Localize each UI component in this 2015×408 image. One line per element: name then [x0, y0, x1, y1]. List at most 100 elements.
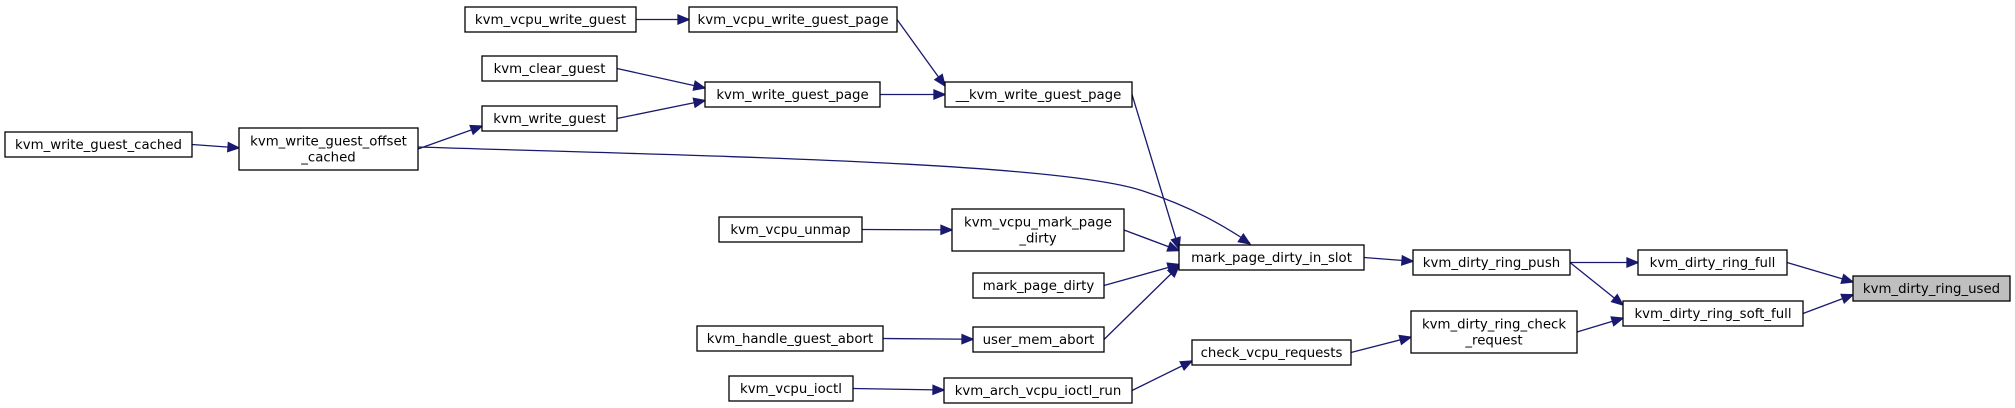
arrowhead-icon — [1398, 334, 1413, 346]
node-label: kvm_clear_guest — [494, 62, 606, 77]
edge-mpdis-to-push — [1363, 254, 1415, 266]
edge-line — [417, 146, 1251, 244]
arrowhead-icon — [1179, 360, 1194, 372]
node-label: kvm_dirty_ring_push — [1423, 256, 1560, 271]
node-box — [943, 377, 1133, 404]
node-kwgp[interactable]: kvm_write_guest_page — [704, 81, 881, 108]
node-box — [1410, 310, 1578, 354]
node-box — [718, 216, 863, 243]
node-box — [688, 6, 898, 33]
arrowhead-icon — [692, 80, 707, 91]
edge-kvmpd-to-mpdis — [1123, 229, 1181, 252]
arrowhead-icon — [1237, 232, 1252, 245]
node-soft-full[interactable]: kvm_dirty_ring_soft_full — [1622, 300, 1804, 327]
node-label: kvm_dirty_ring_check — [1422, 318, 1566, 333]
edge-khga-to-uma — [882, 333, 975, 345]
arrowhead-icon — [226, 141, 241, 153]
edge-line — [1103, 265, 1180, 340]
nodes-layer: kvm_dirty_ring_usedkvm_dirty_ring_fullkv… — [4, 6, 2011, 404]
edge-kavir-to-cvr — [1131, 360, 1194, 392]
edge-kcg-to-kwgp — [616, 67, 707, 91]
node-box — [696, 325, 884, 352]
node-box — [238, 127, 419, 171]
node-label: kvm_arch_vcpu_ioctl_run — [955, 384, 1122, 399]
node-label: __kvm_write_guest_page — [955, 88, 1122, 103]
edge-kwgc-to-kwgoc — [191, 141, 241, 153]
node-full[interactable]: kvm_dirty_ring_full — [1637, 249, 1788, 276]
edge-__kwgp-to-mpdis — [1131, 94, 1181, 251]
arrowhead-icon — [469, 124, 484, 136]
node-box — [464, 6, 637, 33]
node-box — [704, 81, 881, 108]
arrowhead-icon — [1626, 257, 1640, 268]
edge-kwgp-to-__kwgp — [880, 89, 947, 100]
node-kvwg[interactable]: kvm_vcpu_write_guest — [464, 6, 637, 33]
node-label: kvm_write_guest_cached — [15, 138, 182, 153]
node-kvwgp[interactable]: kvm_vcpu_write_guest_page — [688, 6, 898, 33]
node---kwgp[interactable]: __kvm_write_guest_page — [944, 81, 1133, 108]
node-kvi[interactable]: kvm_vcpu_ioctl — [728, 375, 854, 402]
node-box — [951, 208, 1125, 252]
edge-kvwgp-to-__kwgp — [896, 19, 947, 88]
edge-check_req-to-soft_full — [1576, 316, 1625, 333]
edge-line — [1131, 94, 1180, 250]
node-label: kvm_vcpu_write_guest_page — [698, 13, 889, 28]
node-box — [1178, 244, 1365, 271]
edge-line — [852, 387, 945, 391]
node-label: user_mem_abort — [983, 333, 1095, 348]
edge-kvi-to-kavir — [852, 384, 946, 396]
node-label: kvm_handle_guest_abort — [707, 332, 873, 347]
node-used: kvm_dirty_ring_used — [1852, 275, 2011, 302]
node-kwgc[interactable]: kvm_write_guest_cached — [4, 131, 193, 158]
edge-line — [896, 19, 946, 87]
node-box — [4, 131, 193, 158]
node-check-req[interactable]: kvm_dirty_ring_check_request — [1410, 310, 1578, 354]
node-mpdis[interactable]: mark_page_dirty_in_slot — [1178, 244, 1365, 271]
node-label: kvm_write_guest_page — [716, 88, 868, 103]
arrowhead-icon — [692, 97, 707, 109]
node-uma[interactable]: user_mem_abort — [972, 326, 1105, 353]
node-kvmpd[interactable]: kvm_vcpu_mark_page_dirty — [951, 208, 1125, 252]
node-kcg[interactable]: kvm_clear_guest — [481, 55, 618, 82]
node-kavir[interactable]: kvm_arch_vcpu_ioctl_run — [943, 377, 1133, 404]
node-kwgoc[interactable]: kvm_write_guest_offset_cached — [238, 127, 419, 171]
node-label: kvm_write_guest_offset — [250, 135, 407, 150]
edge-kwgoc-to-kwg — [417, 124, 484, 150]
node-label: _dirty — [1018, 232, 1056, 247]
arrowhead-icon — [677, 14, 691, 25]
node-box — [972, 272, 1105, 299]
node-label: kvm_vcpu_ioctl — [740, 382, 842, 397]
arrowhead-icon — [940, 224, 954, 236]
edge-kvwg-to-kvwgp — [636, 14, 691, 25]
arrowhead-icon — [1400, 254, 1415, 266]
arrowhead-icon — [932, 384, 946, 396]
node-box — [944, 81, 1133, 108]
arrowhead-icon — [1170, 236, 1181, 251]
edge-soft_full-to-used — [1802, 293, 1855, 315]
edges-layer — [191, 14, 1855, 396]
node-kvu[interactable]: kvm_vcpu_unmap — [718, 216, 863, 243]
node-label: _request — [1464, 334, 1522, 349]
node-box — [1412, 249, 1571, 276]
node-label: kvm_dirty_ring_used — [1863, 282, 2000, 297]
node-box — [481, 55, 618, 82]
edge-line — [616, 99, 706, 120]
node-label: kvm_vcpu_unmap — [730, 223, 850, 238]
arrowhead-icon — [1840, 293, 1855, 304]
edge-kwg-to-kwgp — [616, 97, 707, 120]
arrowhead-icon — [1610, 293, 1625, 307]
node-box — [1637, 249, 1788, 276]
node-kwg[interactable]: kvm_write_guest — [481, 105, 618, 132]
node-khga[interactable]: kvm_handle_guest_abort — [696, 325, 884, 352]
node-box — [1622, 300, 1804, 327]
edge-push-to-full — [1570, 257, 1640, 268]
node-mpd[interactable]: mark_page_dirty — [972, 272, 1105, 299]
node-label: kvm_dirty_ring_full — [1650, 256, 1776, 271]
node-box — [481, 105, 618, 132]
arrowhead-icon — [1166, 241, 1181, 252]
node-push[interactable]: kvm_dirty_ring_push — [1412, 249, 1571, 276]
arrowhead-icon — [1166, 264, 1181, 279]
node-label: kvm_vcpu_mark_page — [964, 216, 1112, 231]
node-cvr[interactable]: check_vcpu_requests — [1191, 339, 1352, 366]
